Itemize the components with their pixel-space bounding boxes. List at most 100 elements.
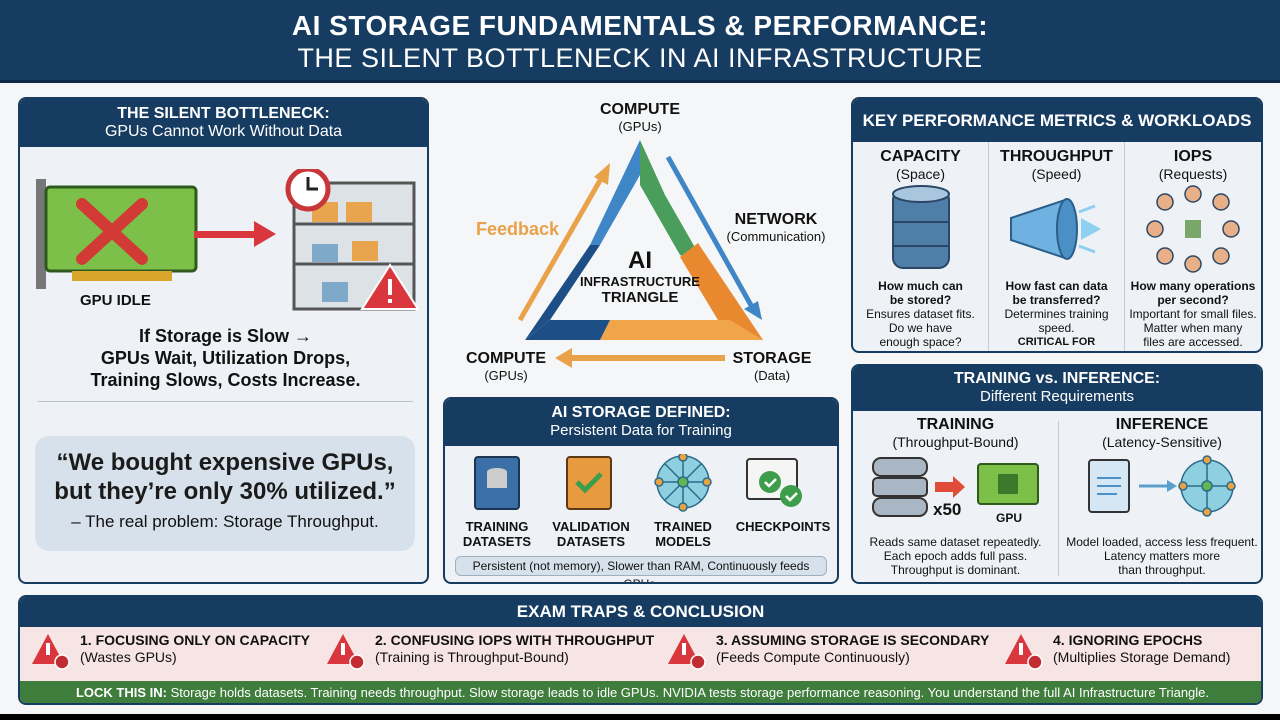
panel-title: AI STORAGE DEFINED: — [551, 404, 731, 421]
arrow-icon — [1139, 480, 1177, 492]
inference-column: INFERENCE (Latency-Sensitive) Model load… — [1059, 416, 1261, 577]
triangle-edge-green — [640, 140, 705, 265]
trap-sub: (Feeds Compute Continuously) — [716, 649, 910, 665]
panel-title: EXAM TRAPS & CONCLUSION — [20, 597, 1261, 627]
trap-title: 3. ASSUMING STORAGE IS SECONDARY — [716, 632, 990, 648]
feedback-arrow-icon — [517, 163, 610, 322]
storage-to-compute-arrow-icon — [555, 348, 725, 368]
panel-header: THE SILENT BOTTLENECK: GPUs Cannot Work … — [20, 99, 427, 147]
desc-line: Model loaded, access less frequent. — [1066, 535, 1258, 549]
q-line: How much can — [878, 279, 963, 293]
col-sub: (Latency-Sensitive) — [1102, 434, 1222, 450]
panel-title: THE SILENT BOTTLENECK: — [117, 105, 330, 122]
triangle-node-network: NETWORK (Communication) — [716, 211, 836, 244]
text-line: Training Slows, Costs Increase. — [90, 370, 361, 390]
quote-attribution: – The real problem: Storage Throughput. — [71, 512, 379, 531]
barrel-icon — [892, 185, 950, 269]
panel-header: AI STORAGE DEFINED: Persistent Data for … — [445, 399, 837, 446]
triangle-edge-navy-left — [525, 245, 600, 340]
panel-subtitle: Persistent Data for Training — [550, 422, 732, 439]
gpu-card-icon — [36, 179, 198, 289]
gpu-card-icon — [977, 463, 1039, 505]
epochs-multiplier: x50 — [933, 500, 962, 519]
quote-bubble: “We bought expensive GPUs, but they’re o… — [35, 436, 415, 551]
page-subtitle: THE SILENT BOTTLENECK IN AI INFRASTRUCTU… — [297, 43, 983, 73]
red-arrow-icon — [194, 221, 276, 247]
hands-requests-icon — [1146, 185, 1240, 273]
node-title: COMPUTE — [466, 350, 546, 367]
document-icon — [1088, 459, 1130, 513]
feedback-label: Feedback — [476, 219, 560, 239]
inference-desc: Model loaded, access less frequent.Laten… — [1059, 535, 1261, 577]
training-column: TRAINING (Throughput-Bound) x50 GPU Read… — [853, 416, 1058, 577]
node-sub: (Communication) — [726, 229, 826, 244]
triangle-node-storage: STORAGE (Data) — [726, 350, 818, 383]
col-sub: (Throughput-Bound) — [892, 434, 1019, 450]
triangle-edge-bottom — [600, 320, 763, 340]
triangle-node-compute-top: COMPUTE (GPUs) — [570, 101, 710, 134]
trap-sub: (Wastes GPUs) — [80, 649, 177, 665]
desc-line: enough space? — [879, 335, 962, 349]
node-sub: (Data) — [753, 368, 791, 383]
panel-title: KEY PERFORMANCE METRICS & WORKLOADS — [853, 99, 1261, 142]
page-title: AI STORAGE FUNDAMENTALS & PERFORMANCE: — [291, 10, 989, 41]
trap-sub: (Training is Throughput-Bound) — [375, 649, 569, 665]
node-title: NETWORK — [734, 211, 818, 228]
desc-line: than throughput. — [1118, 563, 1206, 577]
item-label: DATASETS — [556, 534, 626, 549]
q-line: be transferred? — [1012, 293, 1101, 307]
triangle-node-compute-left: COMPUTE (GPUs) — [460, 350, 552, 383]
metric-title: IOPS — [1173, 148, 1213, 165]
database-book-icon — [474, 456, 520, 510]
neural-network-icon — [1178, 455, 1236, 517]
desc-line: files are accessed. — [1143, 335, 1243, 349]
center-line: TRIANGLE — [601, 289, 679, 306]
trap-title: 1. FOCUSING ONLY ON CAPACITY — [80, 632, 310, 648]
silent-bottleneck-panel: THE SILENT BOTTLENECK: GPUs Cannot Work … — [18, 97, 429, 584]
warning-icon — [327, 634, 365, 670]
warning-icon — [668, 634, 706, 670]
storage-defined-panel: AI STORAGE DEFINED: Persistent Data for … — [443, 397, 839, 584]
q-line: How many operations — [1130, 279, 1256, 293]
q-line: be stored? — [889, 293, 952, 307]
trap-sub: (Multiplies Storage Demand) — [1053, 649, 1231, 665]
desc-line: Determines training — [1004, 307, 1109, 321]
triangle-edge-blue — [590, 140, 640, 245]
desc-emphasis: CRITICAL FOR TRAINING. — [1017, 336, 1096, 351]
item-label: DATASETS — [462, 534, 532, 549]
desc-line: Matter when many — [1143, 321, 1243, 335]
desc-line: Each epoch adds full pass. — [883, 549, 1028, 563]
desc-line: Do we have — [888, 321, 953, 335]
item-label: TRAINED — [654, 519, 712, 534]
warning-icon — [32, 634, 70, 670]
inference-illustration — [1088, 455, 1236, 517]
quote-line: but they’re only 30% utilized.” — [54, 478, 396, 505]
desc-line: Important for small files. — [1129, 307, 1257, 321]
slow-storage-text: If Storage is Slow → GPUs Wait, Utilizat… — [20, 325, 427, 391]
network-arrow-icon — [665, 155, 762, 320]
metric-title: CAPACITY — [880, 148, 961, 165]
text-line: GPUs Wait, Utilization Drops, — [100, 348, 351, 368]
col-title: INFERENCE — [1115, 416, 1209, 433]
item-label: VALIDATION — [552, 519, 630, 534]
panel-header: TRAINING vs. INFERENCE: Different Requir… — [853, 366, 1261, 411]
metrics-panel: KEY PERFORMANCE METRICS & WORKLOADS CAPA… — [851, 97, 1263, 353]
quote-line: “We bought expensive GPUs, — [56, 449, 394, 476]
q-line: How fast can data — [1005, 279, 1108, 293]
node-sub: (GPUs) — [484, 368, 528, 383]
lock-label: LOCK THIS IN: — [75, 685, 167, 700]
desc-line: Reads same dataset repeatedly. — [869, 535, 1042, 549]
training-desc: Reads same dataset repeatedly.Each epoch… — [853, 535, 1058, 577]
desc-line: Throughput is dominant. — [890, 563, 1021, 577]
quote-text: “We bought expensive GPUs, but they’re o… — [35, 448, 415, 506]
metric-sub: (Requests) — [1158, 166, 1228, 182]
